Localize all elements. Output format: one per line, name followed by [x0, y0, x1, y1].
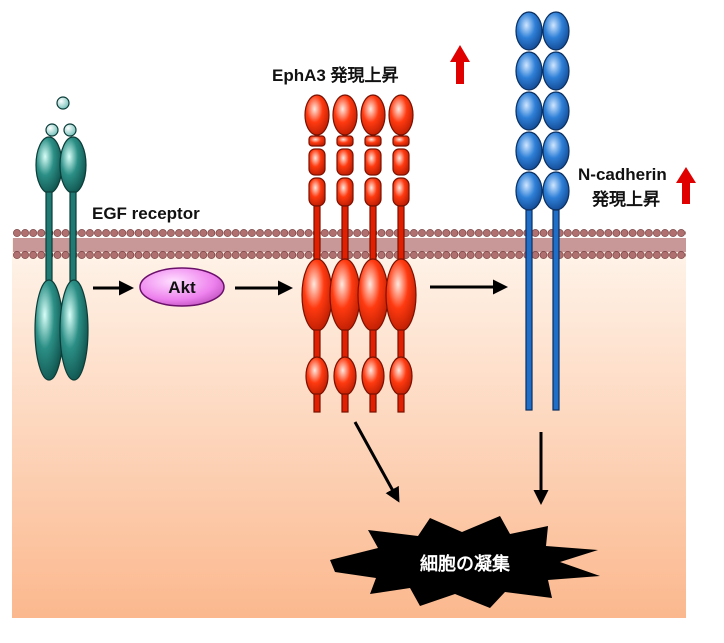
n-cadherin-monomer	[542, 11, 570, 411]
cell-membrane	[13, 228, 686, 260]
akt-label: Akt	[168, 278, 196, 297]
epha3-monomer	[385, 94, 417, 413]
epha3-monomer	[329, 94, 361, 413]
akt-node: Akt	[139, 267, 225, 307]
egf-receptor	[34, 96, 89, 381]
n-cadherin-monomer	[515, 11, 543, 411]
ncadherin-up-arrow-icon	[676, 167, 696, 204]
egf-ligand	[56, 96, 70, 110]
aggregation-label: 細胞の凝集	[420, 553, 511, 574]
egf-ligand	[45, 123, 59, 137]
arrow-epha3-to-aggregation	[353, 421, 400, 503]
cell-aggregation-burst: 細胞の凝集	[330, 516, 600, 608]
epha3-monomer	[301, 94, 333, 413]
ncadherin-label: N-cadherin	[578, 165, 667, 184]
epha3-monomer	[357, 94, 389, 413]
ncadherin-upregulation-label: 発現上昇	[591, 189, 660, 209]
epha3-label: EphA3 発現上昇	[272, 65, 399, 85]
egf-receptor-label: EGF receptor	[92, 204, 200, 223]
n-cadherin	[515, 11, 570, 411]
epha3-receptors	[301, 94, 417, 413]
egf-ligand	[63, 123, 77, 137]
epha3-up-arrow-icon	[450, 45, 470, 84]
